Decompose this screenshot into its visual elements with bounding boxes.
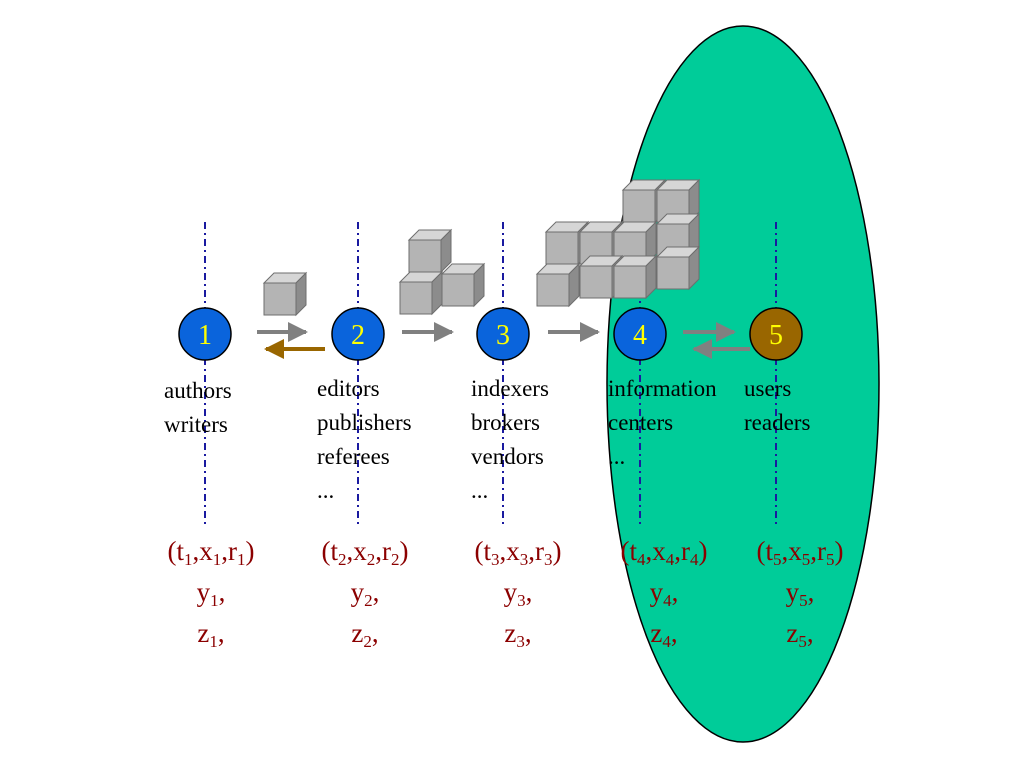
tuple-txr: (t1,x1,r1) — [167, 536, 255, 569]
role-line: ... — [471, 478, 489, 503]
tuple-z: z4, — [650, 618, 678, 651]
node-5: 5 — [749, 307, 803, 361]
role-line: writers — [164, 412, 228, 437]
node-circle — [331, 307, 385, 361]
variable-tuple-3: (t3,x3,r3) y3, z3, — [458, 531, 578, 654]
tuple-z: z2, — [351, 618, 379, 651]
stage-nodes: 1 2 3 4 5 — [178, 307, 803, 361]
role-line: vendors — [471, 444, 544, 469]
node-1: 1 — [178, 307, 232, 361]
role-line: authors — [164, 378, 232, 403]
node-circle — [749, 307, 803, 361]
tuple-txr: (t2,x2,r2) — [321, 536, 409, 569]
role-list-5: users readers — [744, 372, 810, 440]
node-3: 3 — [476, 307, 530, 361]
tuple-y: y4, — [649, 577, 679, 610]
tuple-z: z1, — [197, 618, 225, 651]
cube-14 — [655, 245, 701, 291]
node-label: 1 — [198, 320, 212, 351]
cube-3 — [398, 270, 444, 316]
cube-10 — [612, 254, 658, 300]
tuple-y: y3, — [503, 577, 533, 610]
tuple-y: y5, — [785, 577, 815, 610]
role-line: editors — [317, 376, 380, 401]
flow-arrows — [257, 322, 750, 359]
role-line: information — [608, 376, 717, 401]
role-line: publishers — [317, 410, 412, 435]
role-line: ... — [317, 478, 335, 503]
tuple-z: z3, — [504, 618, 532, 651]
role-line: users — [744, 376, 792, 401]
node-label: 2 — [351, 320, 365, 351]
role-list-3: indexers brokers vendors ... — [471, 372, 549, 508]
role-line: centers — [608, 410, 674, 435]
tuple-txr: (t4,x4,r4) — [620, 536, 708, 569]
node-circle — [178, 307, 232, 361]
variable-tuple-2: (t2,x2,r2) y2, z2, — [305, 531, 425, 654]
tuple-y: y1, — [196, 577, 226, 610]
role-list-2: editors publishers referees ... — [317, 372, 412, 508]
role-line: ... — [608, 444, 626, 469]
variable-tuple-5: (t5,x5,r5) y5, z5, — [740, 531, 860, 654]
role-line: indexers — [471, 376, 549, 401]
document-cubes — [262, 178, 701, 317]
cube-4 — [440, 262, 486, 308]
variable-tuple-4: (t4,x4,r4) y4, z4, — [604, 531, 724, 654]
tuple-z: z5, — [786, 618, 814, 651]
variable-tuple-1: (t1,x1,r1) y1, z1, — [151, 531, 271, 654]
cube-8 — [535, 262, 581, 308]
role-line: brokers — [471, 410, 540, 435]
node-label: 3 — [496, 320, 510, 351]
node-circle — [613, 307, 667, 361]
role-line: readers — [744, 410, 811, 435]
node-label: 4 — [633, 320, 647, 351]
node-circle — [476, 307, 530, 361]
cube-2 — [407, 228, 453, 274]
node-2: 2 — [331, 307, 385, 361]
role-list-1: authors writers — [164, 374, 232, 442]
cube-1 — [262, 271, 308, 317]
node-label: 5 — [769, 320, 783, 351]
role-line: referees — [317, 444, 390, 469]
tuple-y: y2, — [350, 577, 380, 610]
role-list-4: information centers ... — [608, 372, 717, 474]
tuple-txr: (t5,x5,r5) — [756, 536, 844, 569]
tuple-txr: (t3,x3,r3) — [474, 536, 562, 569]
node-4: 4 — [613, 307, 667, 361]
